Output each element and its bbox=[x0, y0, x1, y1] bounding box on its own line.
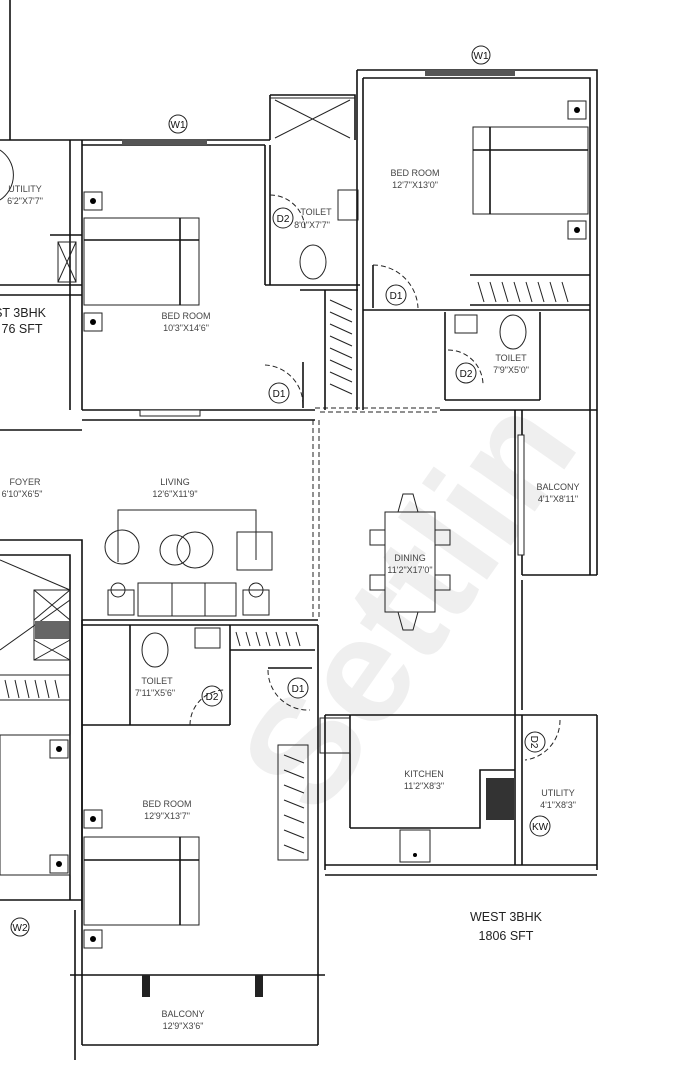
living-size: 12'6"X11'9" bbox=[152, 489, 197, 499]
furniture bbox=[104, 97, 527, 863]
foyer-size: 6'10"X6'5" bbox=[2, 489, 43, 499]
toilet-2-size: 7'9"X5'0" bbox=[493, 365, 529, 375]
unit-name: WEST 3BHK bbox=[470, 910, 543, 924]
kitchen-name: KITCHEN bbox=[404, 769, 444, 779]
toilet-3-name: TOILET bbox=[141, 676, 173, 686]
svg-text:D1: D1 bbox=[292, 684, 305, 695]
balcony-right-size: 4'1"X8'11" bbox=[538, 494, 578, 504]
doors bbox=[189, 194, 561, 761]
toilet-1-name: TOILET bbox=[300, 207, 332, 217]
neighbor-area: 76 SFT bbox=[2, 322, 43, 336]
balcony-right-name: BALCONY bbox=[536, 482, 579, 492]
kitchen-size: 11'2"X8'3" bbox=[404, 781, 444, 791]
utility-right-size: 4'1"X8'3" bbox=[540, 800, 576, 810]
neighbor-walls bbox=[0, 0, 270, 1060]
neighbor-name: ST 3BHK bbox=[0, 306, 47, 320]
svg-text:D1: D1 bbox=[273, 389, 286, 400]
dining-size: 11'2"X17'0" bbox=[387, 565, 432, 575]
svg-text:W2: W2 bbox=[13, 923, 28, 934]
wardrobes bbox=[235, 281, 569, 861]
toilet-2-name: TOILET bbox=[495, 353, 527, 363]
foyer-name: FOYER bbox=[9, 477, 41, 487]
svg-text:D2: D2 bbox=[460, 369, 473, 380]
utility-left-name: UTILITY bbox=[8, 184, 42, 194]
toilet-1-size: 8'0"X7'7" bbox=[294, 220, 330, 230]
svg-text:D1: D1 bbox=[390, 291, 403, 302]
bedroom-3-size: 12'9"X13'7" bbox=[144, 811, 190, 821]
svg-text:W1: W1 bbox=[474, 51, 489, 62]
svg-text:D2: D2 bbox=[206, 692, 219, 703]
bedroom-1-size: 10'3"X14'6" bbox=[163, 323, 209, 333]
bedroom-2-name: BED ROOM bbox=[390, 168, 439, 178]
windows bbox=[122, 70, 525, 997]
beds bbox=[83, 100, 589, 949]
opening-tags: W1 W1 W2 D1 D1 D1 D2 D2 D2 D2 KW bbox=[10, 45, 551, 937]
svg-text:KW: KW bbox=[532, 822, 549, 833]
toilet-3-size: 7'11"X5'6" bbox=[135, 688, 175, 698]
utility-left-size: 6'2"X7'7" bbox=[7, 196, 43, 206]
living-name: LIVING bbox=[160, 477, 190, 487]
bedroom-1-name: BED ROOM bbox=[161, 311, 210, 321]
bedroom-3-name: BED ROOM bbox=[142, 799, 191, 809]
walls bbox=[70, 69, 598, 1046]
bedroom-2-size: 12'7"X13'0" bbox=[392, 180, 438, 190]
utility-right-name: UTILITY bbox=[541, 788, 575, 798]
svg-text:W1: W1 bbox=[171, 120, 186, 131]
unit-area: 1806 SFT bbox=[479, 929, 534, 943]
svg-text:D2: D2 bbox=[277, 214, 290, 225]
balcony-bottom-name: BALCONY bbox=[161, 1009, 204, 1019]
balcony-bottom-size: 12'9"X3'6" bbox=[163, 1021, 204, 1031]
svg-text:D2: D2 bbox=[528, 736, 539, 749]
room-labels: UTILITY 6'2"X7'7" BED ROOM 10'3"X14'6" T… bbox=[2, 168, 580, 1031]
dining-name: DINING bbox=[394, 553, 426, 563]
